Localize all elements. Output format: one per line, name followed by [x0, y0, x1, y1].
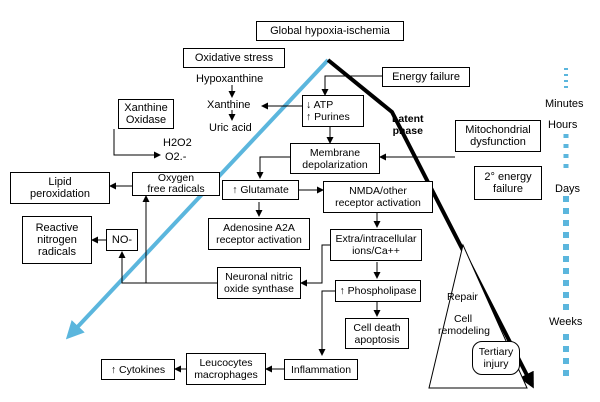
phospholipase-label: ↑ Phospholipase — [339, 285, 417, 297]
global-hypoxia-box: Global hypoxia-ischemia — [256, 21, 404, 41]
ions-calcium-box: Extra/intracellular ions/Ca++ — [330, 229, 422, 261]
nmda-box: NMDA/other receptor activation — [323, 181, 433, 213]
lipid-line1: Lipid — [48, 176, 72, 188]
latent-phase-label: Latent phase — [392, 113, 424, 137]
hypoxanthine-label: Hypoxanthine — [196, 73, 264, 85]
phospholipase-box: ↑ Phospholipase — [335, 280, 421, 302]
cytokines-box: ↑ Cytokines — [101, 359, 175, 380]
oxidative-stress-box: Oxidative stress — [183, 48, 285, 68]
purines-label: ↑ Purines — [306, 111, 350, 123]
nnos-line2: oxide synthase — [223, 283, 295, 295]
h2o2-label: H2O2 — [163, 137, 192, 149]
mito-line2: dysfunction — [470, 136, 526, 148]
atp-label: ↓ ATP — [306, 99, 334, 111]
nmda-line2: receptor activation — [335, 197, 421, 209]
xanthine-oxidase-line1: Xanthine — [124, 102, 168, 114]
tertiary-line2: injury — [483, 358, 509, 370]
oxygen-line1: Oxygen — [157, 172, 195, 184]
energy-failure-label: Energy failure — [392, 71, 460, 83]
cytokines-label: ↑ Cytokines — [110, 363, 166, 376]
ions-line2: ions/Ca++ — [352, 245, 400, 257]
reactive-line2: nitrogen — [37, 234, 77, 246]
reactive-nitrogen-box: Reactive nitrogen radicals — [22, 216, 92, 264]
reactive-line3: radicals — [38, 246, 76, 258]
leuco-line2: macrophages — [194, 369, 258, 381]
latent-line1: Latent — [392, 113, 424, 125]
mito-line1: Mitochondrial — [465, 124, 531, 136]
adenosine-line2: receptor activation — [216, 234, 302, 246]
tertiary-line1: Tertiary — [478, 346, 514, 358]
nnos-line1: Neuronal nitric — [225, 271, 293, 283]
cell-death-box: Cell death apoptosis — [345, 318, 409, 349]
glutamate-box: ↑ Glutamate — [222, 180, 299, 200]
timeline-weeks: Weeks — [549, 316, 583, 328]
inflammation-box: Inflammation — [284, 359, 358, 380]
neuronal-nos-box: Neuronal nitric oxide synthase — [217, 267, 301, 299]
remodel-line2: remodeling — [438, 325, 490, 337]
timeline-hours: Hours — [548, 119, 578, 131]
adenosine-box: Adenosine A2A receptor activation — [208, 218, 310, 250]
repair-label: Repair — [447, 291, 478, 303]
energy-failure-box: Energy failure — [382, 67, 470, 87]
xanthine-oxidase-box: Xanthine Oxidase — [118, 99, 174, 129]
lipid-peroxidation-box: Lipid peroxidation — [10, 172, 110, 204]
energy2-line1: 2° energy — [484, 171, 532, 183]
inflammation-label: Inflammation — [290, 363, 352, 376]
death-line2: apoptosis — [354, 333, 400, 346]
mitochondrial-box: Mitochondrial dysfunction — [455, 120, 541, 152]
energy2-line2: failure — [493, 183, 523, 195]
adenosine-line1: Adenosine A2A — [223, 222, 295, 234]
leucocytes-box: Leucocytes macrophages — [186, 353, 266, 385]
global-hypoxia-label: Global hypoxia-ischemia — [270, 25, 390, 37]
ions-line1: Extra/intracellular — [335, 233, 417, 245]
superoxide-label: O2.- — [165, 151, 187, 163]
oxidative-stress-label: Oxidative stress — [194, 52, 274, 64]
glutamate-label: ↑ Glutamate — [232, 184, 289, 196]
nitric-oxide-box: NO- — [106, 229, 138, 251]
timeline-minutes: Minutes — [545, 98, 584, 110]
reactive-line1: Reactive — [35, 222, 79, 234]
xanthine-label: Xanthine — [207, 99, 251, 111]
uric-acid-label: Uric acid — [209, 122, 252, 134]
latent-line2: phase — [392, 125, 423, 137]
atp-purines-box: ↓ ATP ↑ Purines — [302, 95, 364, 127]
tertiary-injury-box: Tertiary injury — [472, 341, 520, 375]
membrane-line1: Membrane — [309, 146, 361, 159]
secondary-energy-box: 2° energy failure — [474, 166, 542, 200]
lipid-line2: peroxidation — [30, 188, 90, 200]
nmda-line1: NMDA/other — [349, 185, 407, 197]
leuco-line1: Leucocytes — [199, 357, 253, 369]
timeline-days: Days — [555, 183, 581, 195]
nitric-oxide-label: NO- — [111, 234, 133, 246]
remodel-line1: Cell — [453, 313, 473, 325]
membrane-line2: depolarization — [302, 158, 368, 171]
remodeling-label: Cell remodeling — [438, 313, 490, 337]
membrane-box: Membrane depolarization — [290, 143, 380, 174]
oxygen-line2: free radicals — [147, 183, 205, 195]
xanthine-oxidase-line2: Oxidase — [125, 114, 167, 126]
oxygen-radicals-box: Oxygen free radicals — [132, 172, 220, 196]
death-line1: Cell death — [353, 321, 401, 334]
h2o2-text: H2O2 — [163, 137, 192, 149]
